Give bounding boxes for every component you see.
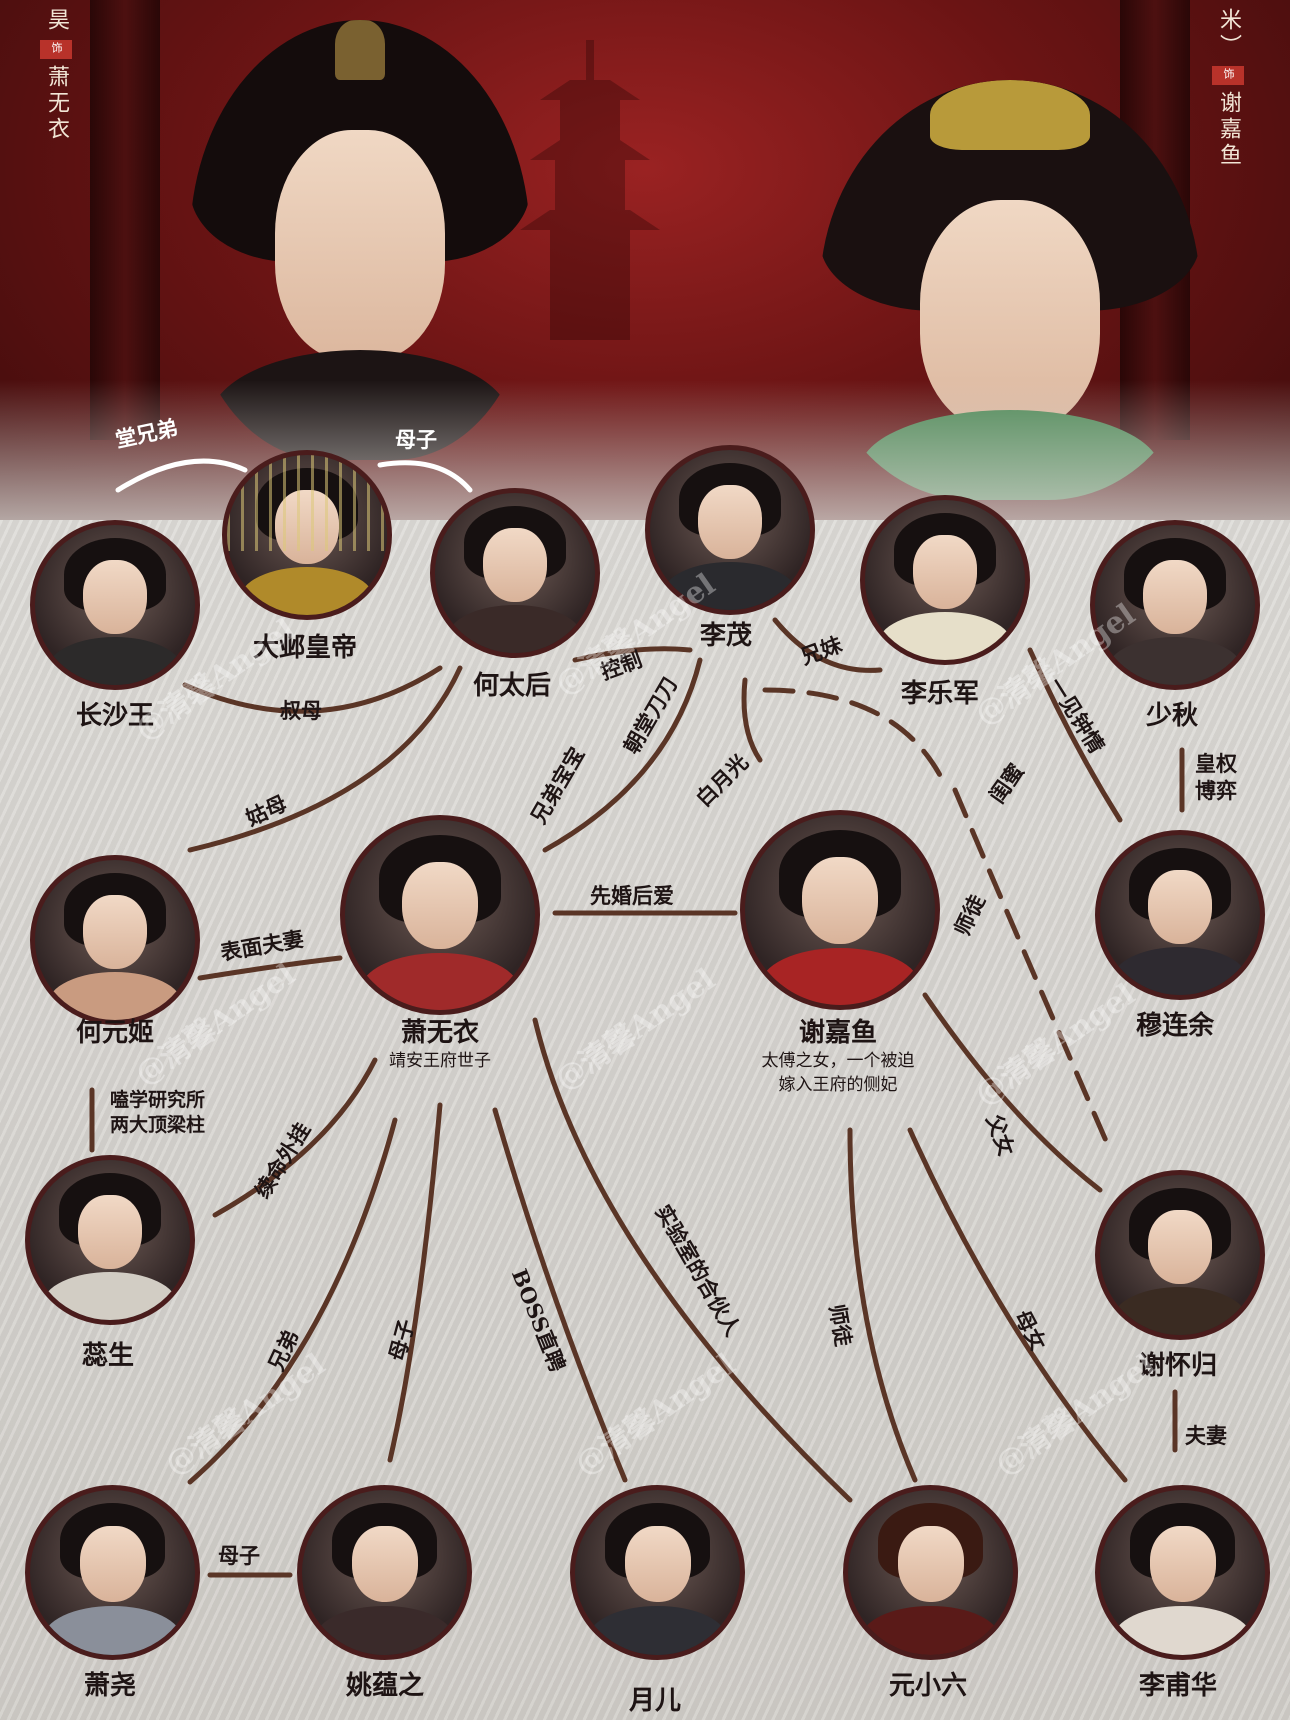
label-fuqi: 夫妻 — [1185, 1420, 1227, 1450]
portrait-ruisheng — [25, 1155, 195, 1325]
line-muzi-mid — [390, 1105, 440, 1460]
line-shitu-bottom — [850, 1130, 915, 1480]
label-muzi-top: 母子 — [395, 424, 437, 454]
name-xiaowuyi: 萧无衣 — [401, 1012, 479, 1049]
label-shumu: 叔母 — [280, 695, 322, 725]
subtitle-xiejiayu-2: 嫁入王府的侧妃 — [779, 1074, 898, 1096]
line-muzi-top — [380, 463, 470, 490]
name-xiaoyao: 萧尧 — [84, 1665, 136, 1702]
portrait-lifuhua — [1095, 1485, 1270, 1660]
name-hetaihou: 何太后 — [473, 665, 551, 702]
portrait-hetaihou — [430, 488, 600, 658]
name-yaoyunzhi: 姚蕴之 — [346, 1665, 424, 1702]
name-lilejun: 李乐军 — [901, 673, 979, 710]
portrait-xiejiayu — [740, 810, 940, 1010]
label-xianhun-houai: 先婚后爱 — [590, 880, 674, 910]
portrait-emperor — [222, 450, 392, 620]
portrait-xiaowuyi — [340, 815, 540, 1015]
name-xiejiayu: 谢嘉鱼 — [799, 1012, 877, 1049]
portrait-heyuanji — [30, 855, 200, 1025]
label-huangquan-1: 皇权 — [1195, 748, 1237, 778]
label-huangquan-2: 博弈 — [1195, 775, 1237, 805]
subtitle-xiaowuyi: 靖安王府世子 — [389, 1050, 491, 1072]
name-ruisheng: 蕊生 — [82, 1335, 134, 1372]
label-kexue-2: 两大顶梁柱 — [110, 1110, 205, 1137]
name-shaoqiu: 少秋 — [1146, 695, 1198, 732]
label-muzi-bottom: 母子 — [218, 1540, 260, 1570]
portrait-changshawang — [30, 520, 200, 690]
subtitle-xiejiayu-1: 太傅之女，一个被迫 — [762, 1050, 915, 1072]
name-lifuhua: 李甫华 — [1139, 1665, 1217, 1702]
portrait-xiaoyao — [25, 1485, 200, 1660]
name-limao: 李茂 — [700, 615, 752, 652]
portrait-yuer — [570, 1485, 745, 1660]
name-mulianyu: 穆连余 — [1136, 1005, 1214, 1042]
name-yuer: 月儿 — [629, 1680, 681, 1717]
label-kexue-1: 嗑学研究所 — [110, 1085, 205, 1112]
portrait-lilejun — [860, 495, 1030, 665]
portrait-xiehuaigui — [1095, 1170, 1265, 1340]
portrait-yaoyunzhi — [297, 1485, 472, 1660]
bead-curtain-icon — [227, 455, 387, 551]
line-baiyueguang — [744, 680, 760, 760]
portrait-yuanxiaoliu — [843, 1485, 1018, 1660]
line-tangxiongdi — [118, 461, 245, 490]
name-yuanxiaoliu: 元小六 — [889, 1665, 967, 1702]
